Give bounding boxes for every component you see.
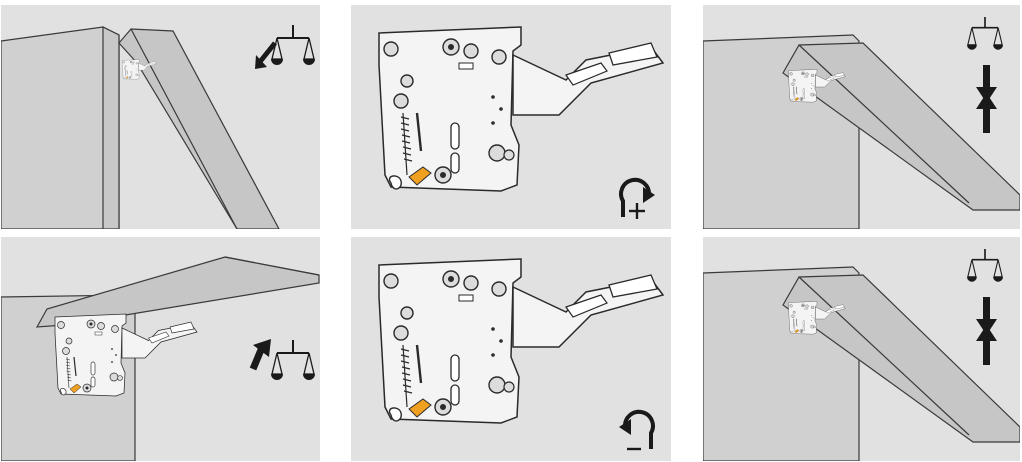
diagram-panel-light-door: [1, 237, 320, 461]
cabinet-illustration: [703, 237, 1020, 461]
mechanism-illustration: [351, 5, 671, 229]
mechanism-illustration: [351, 237, 671, 461]
diagram-panel-balanced-bottom: [703, 237, 1020, 461]
diagram-panel-heavy-door: [1, 5, 320, 229]
diagram-panel-adjust-plus: [351, 5, 671, 229]
diagram-panel-adjust-minus: [351, 237, 671, 461]
diagram-panel-balanced-top: [703, 5, 1020, 229]
cabinet-illustration: [1, 237, 320, 461]
cabinet-illustration: [703, 5, 1020, 229]
cabinet-illustration: [1, 5, 320, 229]
